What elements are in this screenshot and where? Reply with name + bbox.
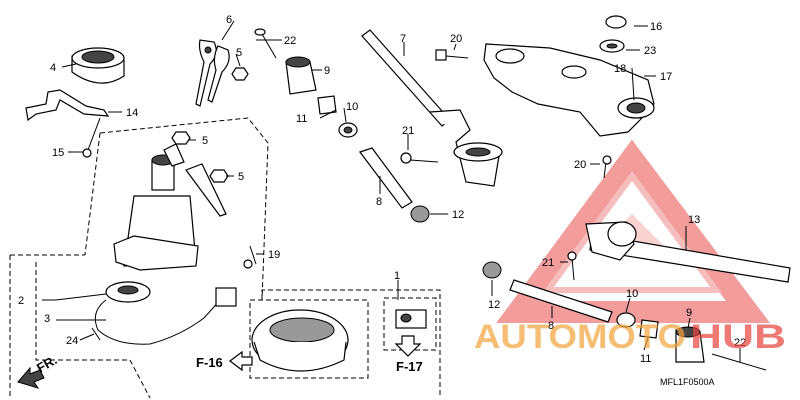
callout-7: 7 xyxy=(400,33,406,45)
part-6-key-blank xyxy=(195,39,217,107)
callout-24: 24 xyxy=(66,335,78,347)
part-11-top xyxy=(317,95,337,115)
lower-group-frame xyxy=(9,254,441,399)
part-12-top xyxy=(410,205,430,223)
callout-8-lower: 8 xyxy=(548,320,554,332)
callout-21-top: 21 xyxy=(402,125,414,137)
part-21-bolt-top xyxy=(400,152,439,164)
part-23-washer xyxy=(599,39,625,53)
f17-arrow xyxy=(394,335,422,357)
part-10-top xyxy=(338,122,358,138)
ignition-switch-frame xyxy=(84,117,269,301)
callout-21-lower: 21 xyxy=(542,257,554,269)
callout-12-lower: 12 xyxy=(488,299,500,311)
part-5-nut-b xyxy=(209,169,229,183)
part-16-cap xyxy=(605,15,627,29)
callout-9-top: 9 xyxy=(324,65,330,77)
part-4-switch-cover xyxy=(71,47,125,84)
callout-23: 23 xyxy=(644,45,656,57)
part-11-lower xyxy=(639,319,659,339)
part-21-bolt-lower xyxy=(567,251,577,281)
part-6-key-blank-2 xyxy=(207,45,230,103)
callout-15: 15 xyxy=(52,147,64,159)
part-7-left-handlebar xyxy=(361,29,503,187)
watermark-text: AUTOMOTO HUB xyxy=(474,318,786,356)
part-15-bolt xyxy=(82,117,101,158)
part-5-nut-a xyxy=(171,131,191,145)
callout-22-top: 22 xyxy=(284,35,296,47)
callout-5-mid: 5 xyxy=(202,135,208,147)
callout-11-top: 11 xyxy=(296,113,307,125)
callout-18: 18 xyxy=(614,63,626,75)
fuel-cap-assembly xyxy=(251,309,349,372)
callout-3: 3 xyxy=(44,313,50,325)
callout-labels: 1 2 3 4 5 5 5 6 7 8 8 9 9 10 10 11 11 12… xyxy=(18,14,746,365)
part-19-bolt xyxy=(243,245,257,269)
leader-lines xyxy=(42,20,741,362)
callout-10-top: 10 xyxy=(346,101,358,113)
callout-4: 4 xyxy=(50,62,56,74)
watermark-text-hub: HUB xyxy=(690,318,786,356)
callout-14: 14 xyxy=(126,107,138,119)
f16-arrow xyxy=(229,350,253,372)
diagram-code: MFL1F0500A xyxy=(660,377,715,387)
callout-19: 19 xyxy=(268,249,280,261)
callout-22-lower: 22 xyxy=(734,337,746,349)
part-8-rod-top xyxy=(359,147,413,209)
front-direction-arrow xyxy=(17,366,45,389)
callout-16: 16 xyxy=(650,21,662,33)
part-20-bolt-top xyxy=(435,49,469,61)
callout-5-top: 5 xyxy=(236,47,242,59)
callout-8-top: 8 xyxy=(376,196,382,208)
part-12-lower xyxy=(482,261,502,279)
part-13-right-handlebar xyxy=(585,221,791,283)
part-22-screw-lower xyxy=(711,353,767,371)
callout-11-lower: 11 xyxy=(640,353,651,365)
callout-2: 2 xyxy=(18,295,24,307)
callout-13: 13 xyxy=(688,214,700,226)
ignition-switch-body xyxy=(113,143,227,271)
ref-f16: F-16 xyxy=(196,355,223,370)
ref-f17: F-17 xyxy=(396,359,423,374)
callout-20-top: 20 xyxy=(450,33,462,45)
part-24-screw xyxy=(91,327,101,341)
callout-12-top: 12 xyxy=(452,209,464,221)
callout-6: 6 xyxy=(226,14,232,26)
callout-1: 1 xyxy=(394,270,400,282)
callout-20-lower: 20 xyxy=(574,159,586,171)
part-1-latch xyxy=(395,309,427,329)
watermark-text-automoto: AUTOMOTO xyxy=(474,318,686,356)
part-9-cylinder-top xyxy=(285,56,317,95)
part-10-lower xyxy=(616,312,636,328)
part-17-top-bridge xyxy=(483,43,655,137)
part-3-switch-harness xyxy=(94,281,237,345)
callout-5-lower: 5 xyxy=(238,171,244,183)
part-22-screw-top xyxy=(254,28,277,59)
part-8-rod-lower xyxy=(509,279,613,323)
callout-10-lower: 10 xyxy=(626,288,638,300)
part-5-nut-top xyxy=(231,67,249,81)
part-14-bracket xyxy=(25,89,110,122)
callout-9-lower: 9 xyxy=(686,307,692,319)
callout-17: 17 xyxy=(660,71,672,83)
part-20-bolt-lower xyxy=(602,155,612,179)
